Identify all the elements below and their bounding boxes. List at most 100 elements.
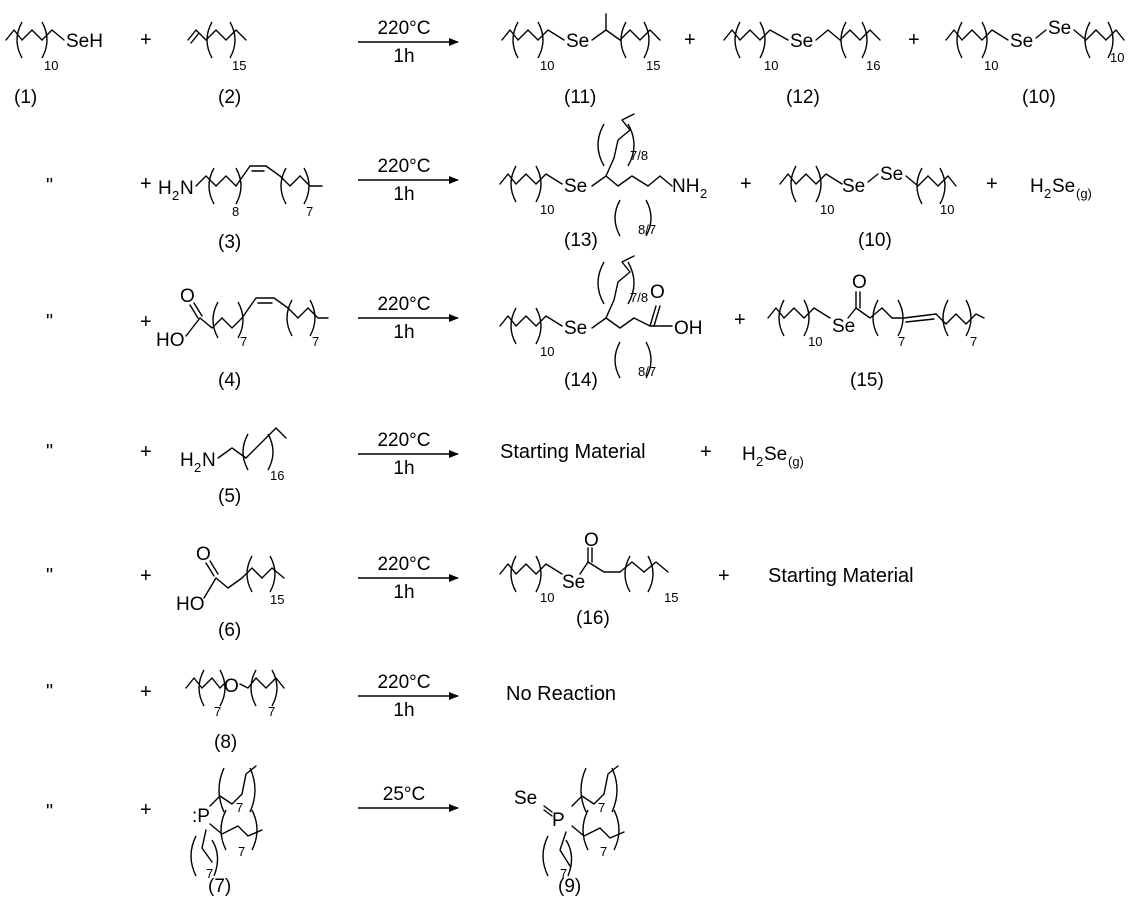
product-repeat-a: 10 (984, 58, 998, 73)
product-12-structure: Se 10 16 (12) (723, 21, 881, 108)
ditto-mark: " (46, 565, 53, 587)
reaction-conditions: 220°C 1h (358, 430, 459, 479)
product-atom: Se (562, 572, 585, 593)
product-atom: Se (832, 316, 855, 337)
product-repeat-b: 15 (646, 58, 660, 73)
product-atom: Se (566, 31, 589, 52)
compound-label-15: (15) (850, 370, 884, 391)
oleic-acid-structure: O HO 7 7 (4) (156, 286, 329, 391)
product-11-structure: Se 10 15 (11) (501, 13, 661, 108)
compound-label-9: (9) (558, 876, 581, 897)
product-repeat-c: 7 (970, 334, 977, 349)
compound-label-2: (2) (218, 87, 241, 108)
gas-state: (g) (1076, 186, 1092, 201)
condition-time: 1h (393, 184, 414, 205)
row-2: " + H 2 N 8 7 (3) 220°C 1h (46, 113, 1092, 253)
product-atom-b: Se (880, 164, 903, 185)
plus-sign: + (740, 173, 752, 195)
reagent-repeat: 16 (270, 468, 284, 483)
ditto-mark: " (46, 175, 53, 197)
reagent-sub: 2 (194, 460, 201, 475)
product-amine: NH (672, 176, 699, 197)
reagent-repeat-a: 7 (236, 800, 243, 815)
reagent-repeat-b: 7 (312, 334, 319, 349)
condition-time: 1h (393, 458, 414, 479)
product-repeat-b: 16 (866, 58, 880, 73)
plus-sign: + (140, 311, 152, 333)
condition-time: 1h (393, 582, 414, 603)
product-13-structure: Se 7/8 NH 2 10 8/7 (13) (499, 113, 707, 251)
reagent-o: O (180, 286, 195, 307)
product-atom-a: Se (1010, 31, 1033, 52)
reagent-o: O (196, 544, 211, 565)
plus-sign: + (140, 681, 152, 703)
compound-label-10: (10) (1022, 87, 1056, 108)
selenol-repeat: 10 (44, 58, 58, 73)
product-amine-sub: 2 (700, 186, 707, 201)
reagent-atom2: N (180, 178, 194, 199)
condition-temperature: 220°C (377, 672, 430, 693)
condition-time: 1h (393, 322, 414, 343)
compound-label-4: (4) (218, 370, 241, 391)
row-5: " + O HO 15 (6) 220°C 1h (46, 530, 914, 641)
product-repeat-a: 10 (820, 202, 834, 217)
product-10-structure: Se Se 10 10 (10) (945, 18, 1125, 108)
product-oh: OH (674, 318, 703, 339)
product-repeat-b: 7 (600, 844, 607, 859)
ditto-mark: " (46, 441, 53, 463)
product-repeat-b: 10 (1110, 50, 1124, 65)
plus-sign: + (700, 441, 712, 463)
reagent-atom: H (180, 450, 194, 471)
ditto-mark: " (46, 801, 53, 823)
reagent-repeat: 15 (232, 58, 246, 73)
condition-temperature: 220°C (377, 430, 430, 451)
reagent-repeat-a: 7 (214, 704, 221, 719)
oleylamine-structure: H 2 N 8 7 (3) (158, 165, 323, 253)
reagent-ho: HO (156, 330, 185, 351)
product-10-structure: Se Se 10 10 (10) (779, 164, 957, 251)
trioctylphosphine-structure: :P 7 7 7 (7) (190, 765, 263, 897)
compound-label-16: (16) (576, 608, 610, 629)
product-repeat-top: 7/8 (630, 290, 648, 305)
stearic-acid-structure: O HO 15 (6) (176, 544, 285, 641)
product-repeat-top: 7/8 (630, 148, 648, 163)
reagent-atom2: N (202, 450, 216, 471)
reagent-atom: H (158, 178, 172, 199)
selenol-atom: SeH (66, 31, 103, 52)
compound-label-13: (13) (564, 230, 598, 251)
condition-temperature: 220°C (377, 156, 430, 177)
gas-se: Se (764, 444, 787, 465)
reagent-repeat-a: 8 (232, 204, 239, 219)
octadecylamine-structure: H 2 N 16 (5) (180, 427, 287, 507)
reagent-ho: HO (176, 594, 205, 615)
compound-label-12: (12) (786, 87, 820, 108)
ditto-mark: " (46, 311, 53, 333)
condition-time: 1h (393, 46, 414, 67)
plus-sign: + (734, 309, 746, 331)
reaction-conditions: 220°C 1h (358, 672, 459, 721)
product-atom-a: Se (842, 176, 865, 197)
ditto-mark: " (46, 681, 53, 703)
compound-label-6: (6) (218, 620, 241, 641)
no-reaction-text: No Reaction (506, 683, 616, 705)
condition-temperature: 25°C (383, 784, 425, 805)
product-repeat-b: 15 (664, 590, 678, 605)
compound-label-14: (14) (564, 370, 598, 391)
plus-sign: + (986, 173, 998, 195)
reagent-repeat-c: 7 (206, 866, 213, 881)
product-repeat-a: 10 (540, 58, 554, 73)
starting-material-text: Starting Material (500, 441, 646, 463)
plus-sign: + (908, 29, 920, 51)
product-o: O (584, 530, 599, 551)
selenol-structure: SeH 10 (1) (5, 21, 103, 108)
compound-label-5: (5) (218, 486, 241, 507)
compound-label-3: (3) (218, 232, 241, 253)
product-repeat-a: 10 (540, 590, 554, 605)
product-repeat-b: 7 (898, 334, 905, 349)
plus-sign: + (140, 29, 152, 51)
product-atom: Se (564, 318, 587, 339)
product-atom-b: Se (1048, 18, 1071, 39)
product-16-structure: Se O 10 15 (16) (499, 530, 678, 629)
compound-label-1: (1) (14, 87, 37, 108)
product-o: O (650, 282, 665, 303)
